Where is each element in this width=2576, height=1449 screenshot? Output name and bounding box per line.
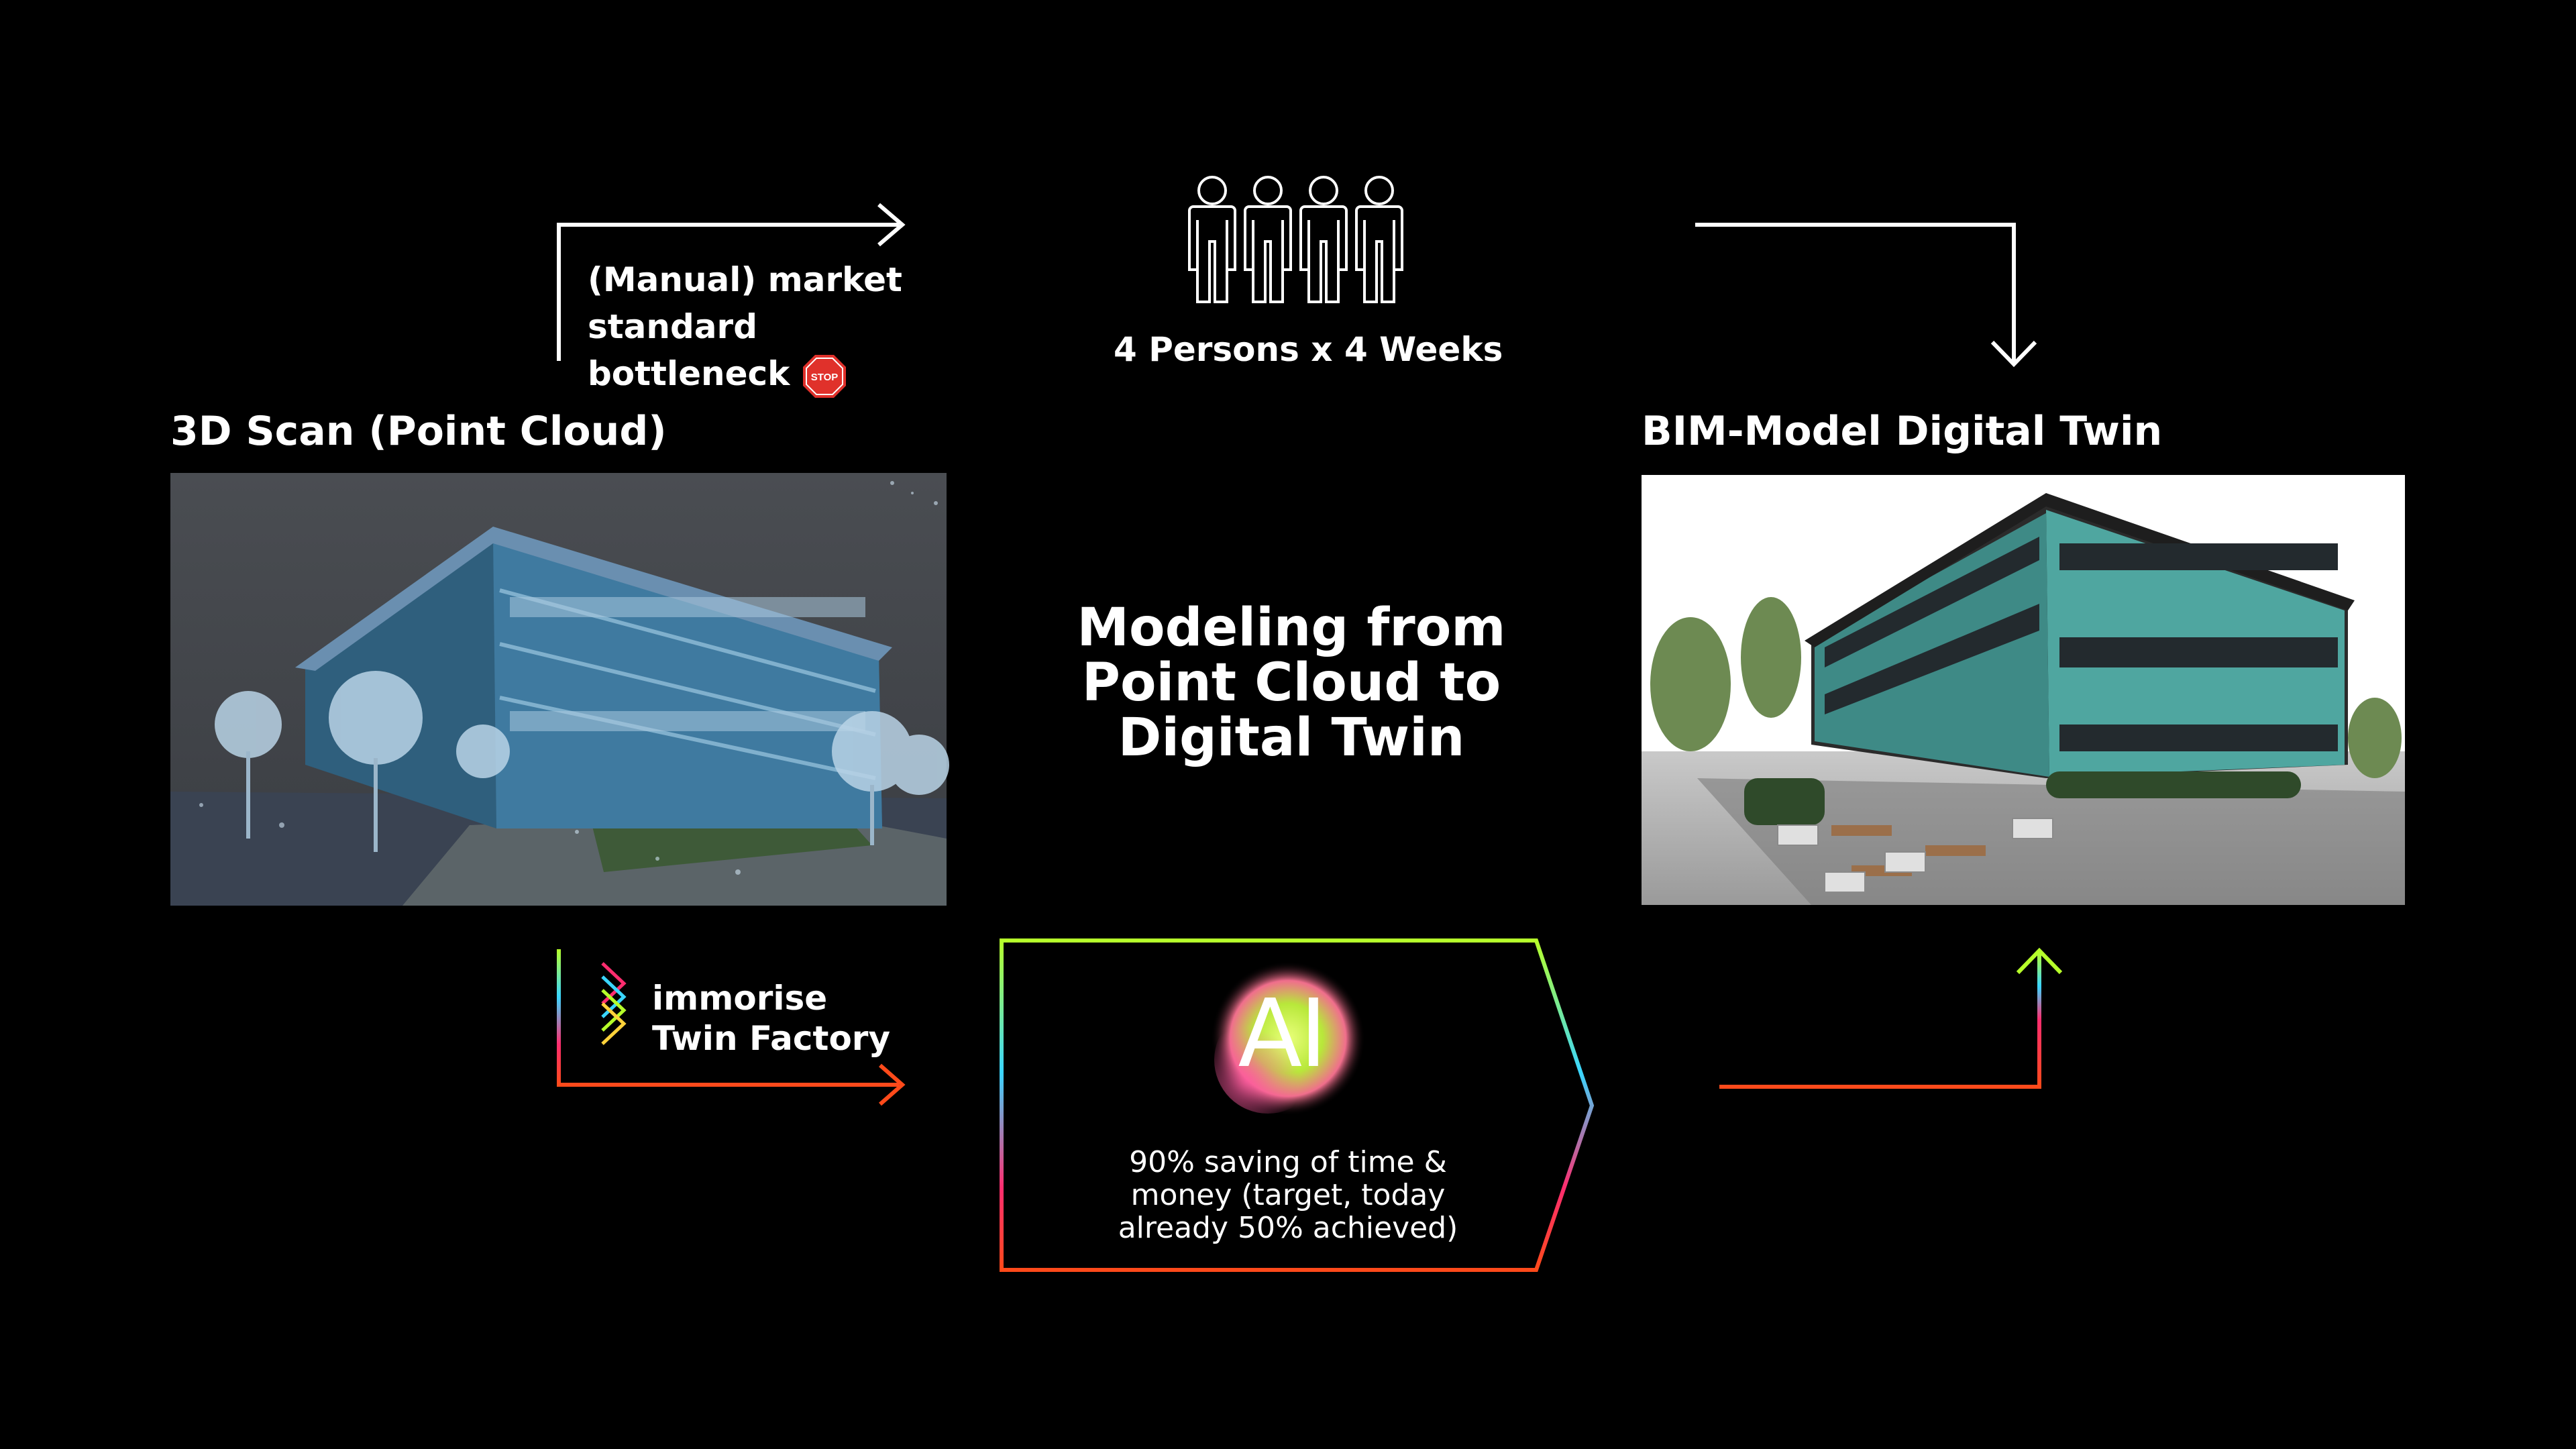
manual-label-line2: bottleneck (588, 354, 790, 393)
team-effort-caption: 4 Persons x 4 Weeks (1114, 330, 1503, 369)
stop-sign-icon: STOP (802, 354, 846, 398)
ai-process-box (1000, 938, 1595, 1272)
center-heading-line3: Digital Twin (1118, 708, 1465, 768)
manual-arrow-right (1695, 223, 2037, 368)
factory-arrow-left (557, 949, 906, 1106)
factory-line1: immorise (652, 979, 828, 1018)
center-heading-line2: Point Cloud to (1081, 653, 1501, 713)
savings-line2: money (target, today (1130, 1178, 1446, 1212)
savings-line1: 90% saving of time & (1129, 1145, 1447, 1179)
center-heading: Modeling from Point Cloud to Digital Twi… (1033, 600, 1550, 765)
savings-text: 90% saving of time & money (target, toda… (1046, 1146, 1529, 1244)
immorise-logo-icon (601, 962, 627, 1045)
twin-factory-label: immorise Twin Factory (652, 978, 934, 1059)
savings-line3: already 50% achieved) (1118, 1211, 1458, 1245)
manual-label-line2-row: bottleneck STOP (588, 350, 1071, 399)
ai-label: AI (1238, 979, 1327, 1089)
bim-model-image (1642, 475, 2405, 905)
digital-twin-title: BIM-Model Digital Twin (1642, 408, 2163, 455)
manual-bottleneck-label: (Manual) market standard bottleneck STOP (588, 256, 1071, 399)
factory-line2: Twin Factory (652, 1019, 891, 1058)
manual-label-line1: (Manual) market standard (588, 260, 902, 346)
manual-arrow-left (557, 203, 906, 361)
center-heading-line1: Modeling from (1077, 598, 1506, 658)
point-cloud-scan-image (170, 473, 949, 906)
point-cloud-title: 3D Scan (Point Cloud) (170, 408, 667, 455)
ai-glow-icon (1211, 961, 1365, 1116)
factory-arrow-right (1719, 947, 2063, 1089)
stop-sign-text: STOP (811, 372, 839, 383)
four-persons-icon (1188, 176, 1403, 303)
